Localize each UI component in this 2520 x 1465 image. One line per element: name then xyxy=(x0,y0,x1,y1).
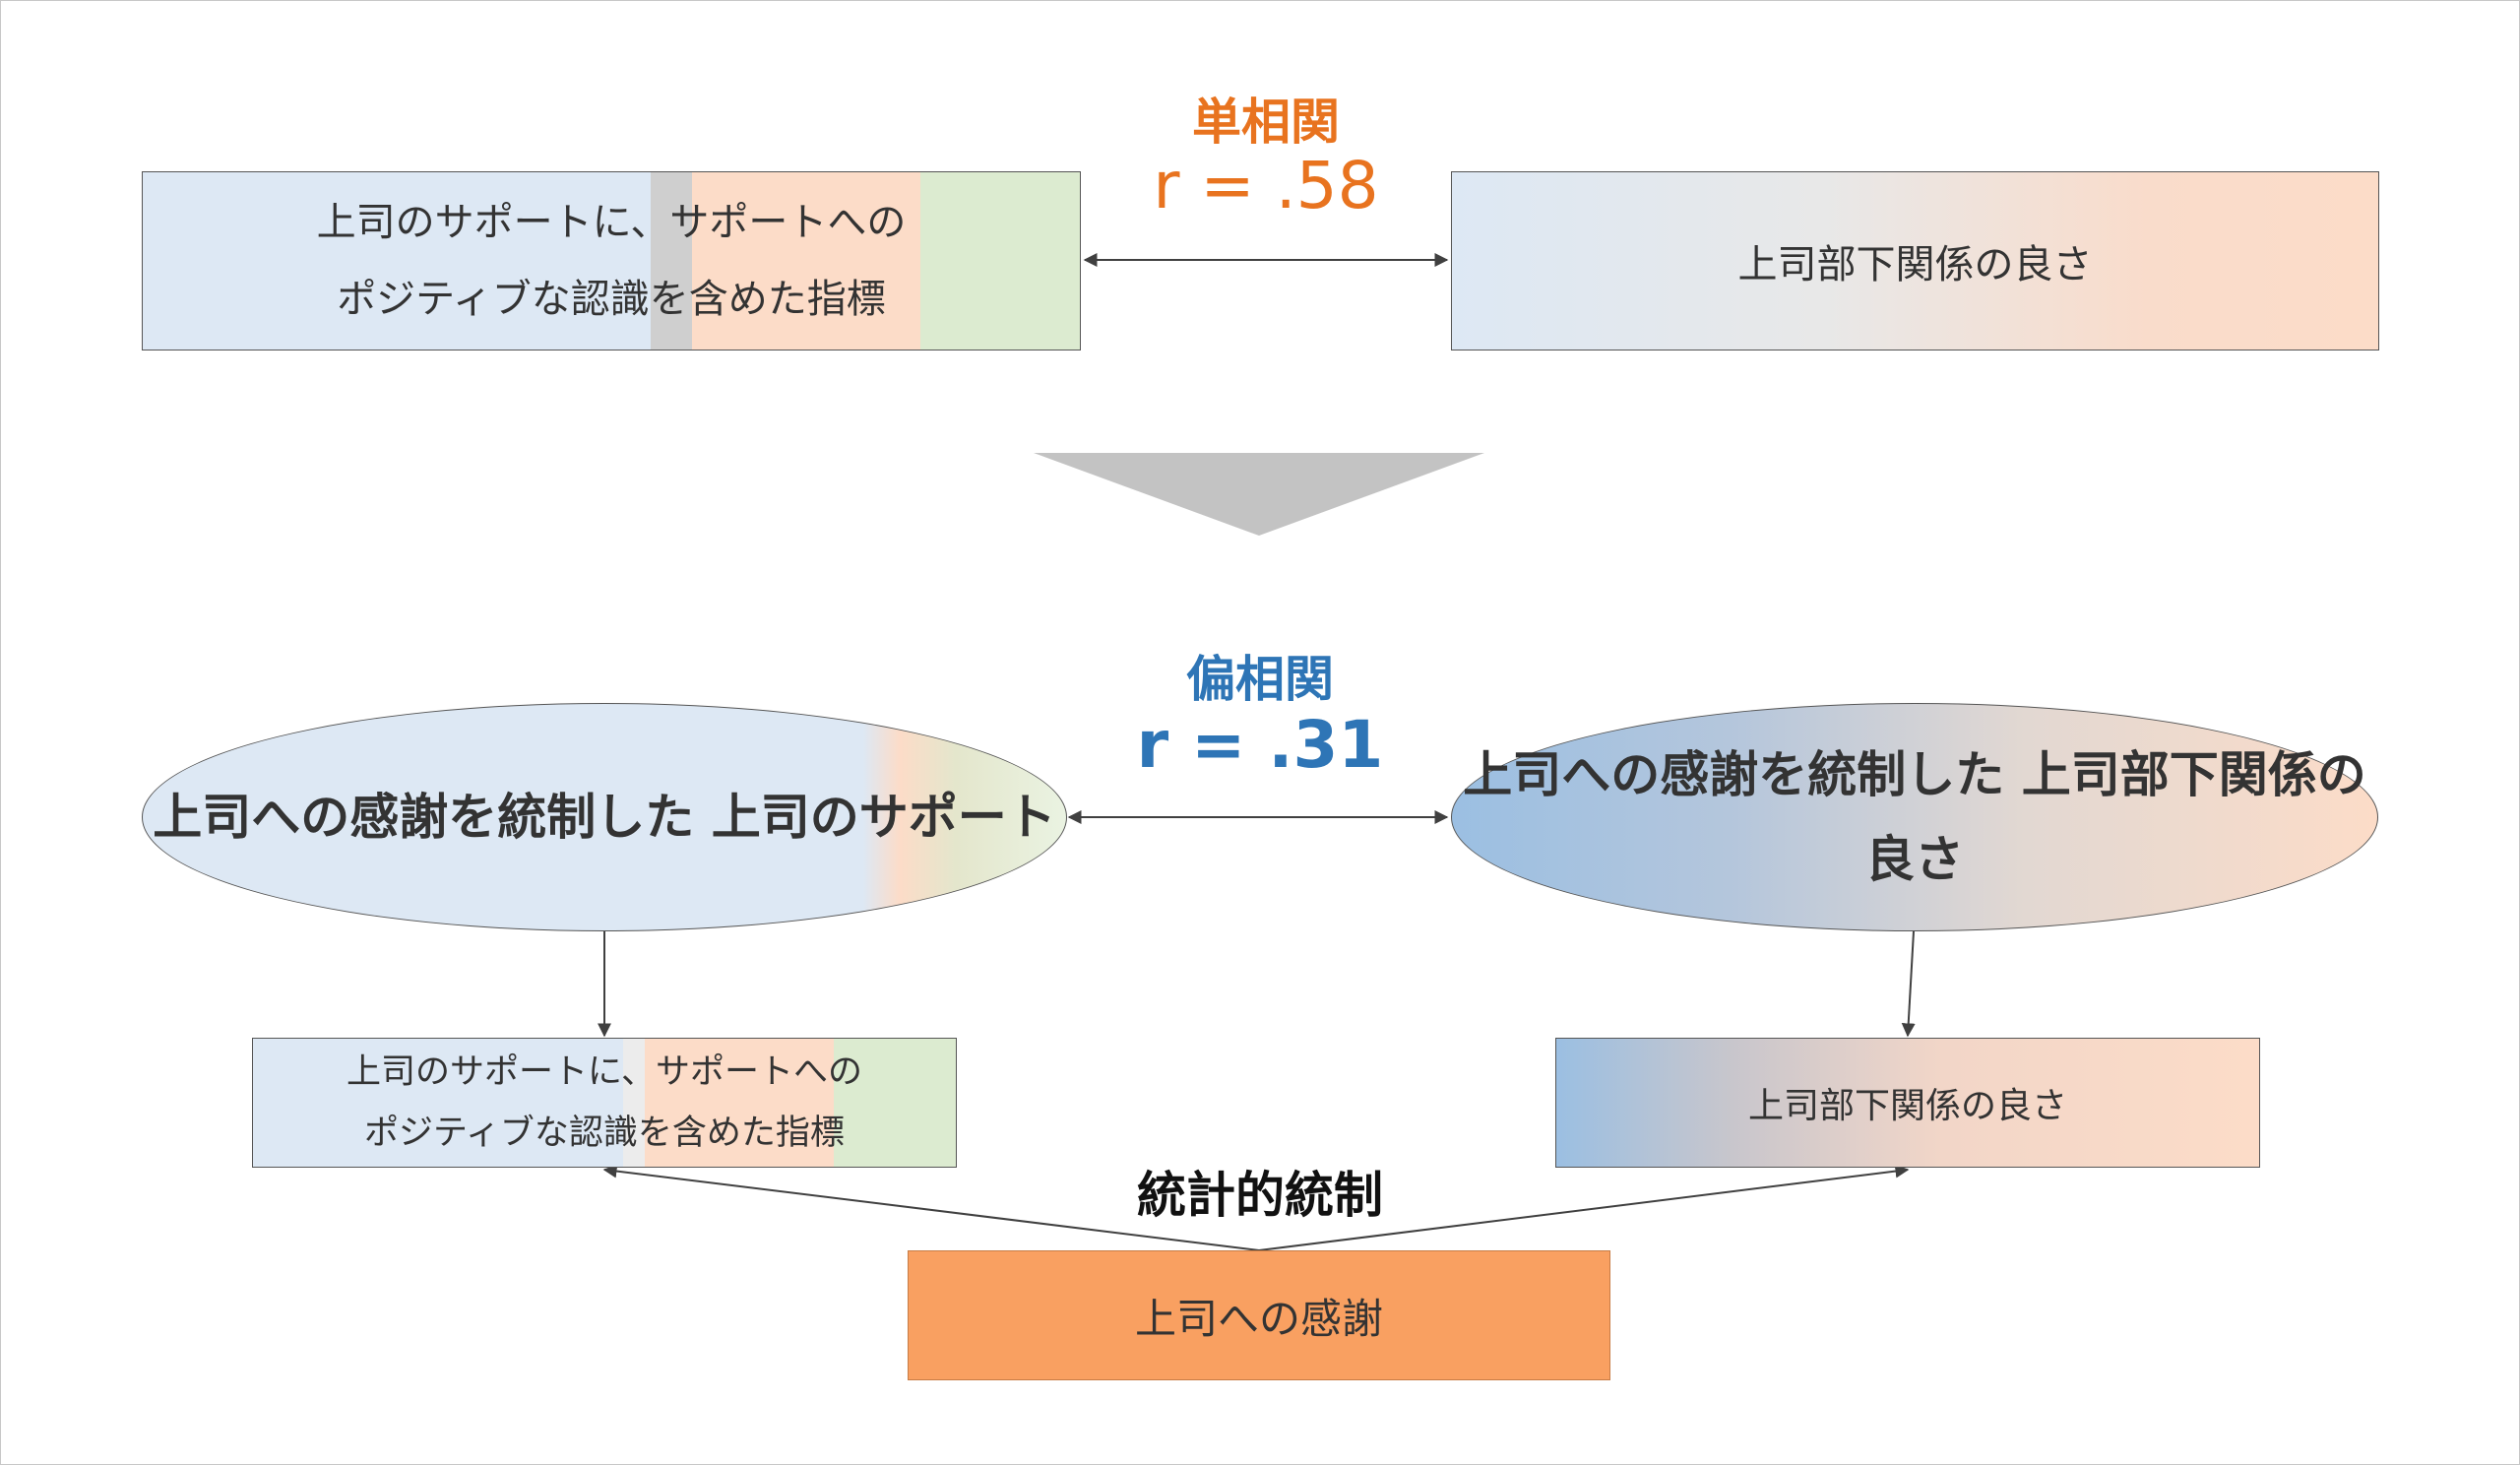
gratitude-label: 上司への感謝 xyxy=(1134,1294,1383,1343)
relationship-box-top: 上司部下関係の良さ xyxy=(1451,171,2379,350)
relationship-bottom-label: 上司部下関係の良さ xyxy=(1747,1086,2067,1126)
support-index-line1: 上司のサポートに、サポートへの xyxy=(316,200,907,245)
controlled-relationship-line1: 上司への感謝を統制した xyxy=(1463,746,2005,803)
control-arrow-left xyxy=(602,1164,1260,1251)
control-arrow-right xyxy=(1258,1164,1910,1251)
support-index-bottom-line2: ポジティブな認識を含めた指標 xyxy=(364,1114,845,1153)
down-chevron-icon xyxy=(1034,453,1484,536)
controlled-support-line2: 上司のサポート xyxy=(711,789,1056,846)
support-index-box-bottom: 上司のサポートに、サポートへの ポジティブな認識を含めた指標 xyxy=(252,1038,957,1168)
support-index-bottom-line1: 上司のサポートに、サポートへの xyxy=(346,1052,862,1092)
controlled-support-ellipse: 上司への感謝を統制した 上司のサポート xyxy=(142,703,1067,931)
relationship-label: 上司部下関係の良さ xyxy=(1737,242,2093,287)
simple-correlation-title: 単相関 xyxy=(1192,94,1340,151)
controlled-relationship-ellipse: 上司への感謝を統制した 上司部下関係の良さ xyxy=(1451,703,2378,931)
support-index-line2: ポジティブな認識を含めた指標 xyxy=(337,277,886,322)
support-index-box-top: 上司のサポートに、サポートへの ポジティブな認識を含めた指標 xyxy=(142,171,1081,350)
simple-correlation-value: r = .58 xyxy=(1153,148,1379,223)
statistical-control-label: 統計的統制 xyxy=(1137,1167,1383,1224)
relationship-box-bottom: 上司部下関係の良さ xyxy=(1555,1038,2260,1168)
partial-correlation-value: r = .31 xyxy=(1136,707,1384,783)
right-down-arrow xyxy=(1901,930,1916,1038)
controlled-relationship-line2: 上司部下関係の良さ xyxy=(1865,746,2366,888)
gratitude-box: 上司への感謝 xyxy=(908,1250,1610,1380)
partial-correlation-title: 偏相関 xyxy=(1186,651,1334,708)
controlled-support-line1: 上司への感謝を統制した xyxy=(153,789,695,846)
